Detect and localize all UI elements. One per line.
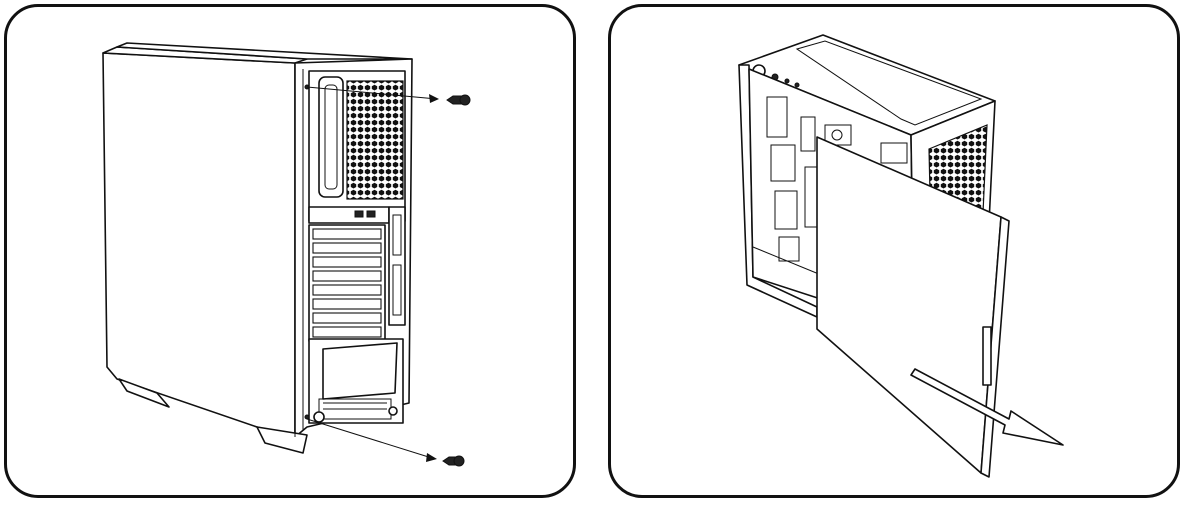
rear-fan-mesh bbox=[346, 80, 404, 200]
expansion-slots bbox=[308, 224, 386, 342]
step-1-panel bbox=[4, 4, 576, 498]
bottom-thumbscrew bbox=[306, 418, 465, 467]
step-2-panel bbox=[608, 4, 1180, 498]
front-foot bbox=[118, 378, 170, 408]
top-thumbscrew bbox=[306, 86, 471, 106]
pc-case-rear-illustration bbox=[102, 42, 471, 467]
pc-case-side-removal-illustration bbox=[738, 34, 1064, 478]
slide-direction-arrow bbox=[910, 368, 1064, 446]
side-panel bbox=[102, 52, 296, 438]
